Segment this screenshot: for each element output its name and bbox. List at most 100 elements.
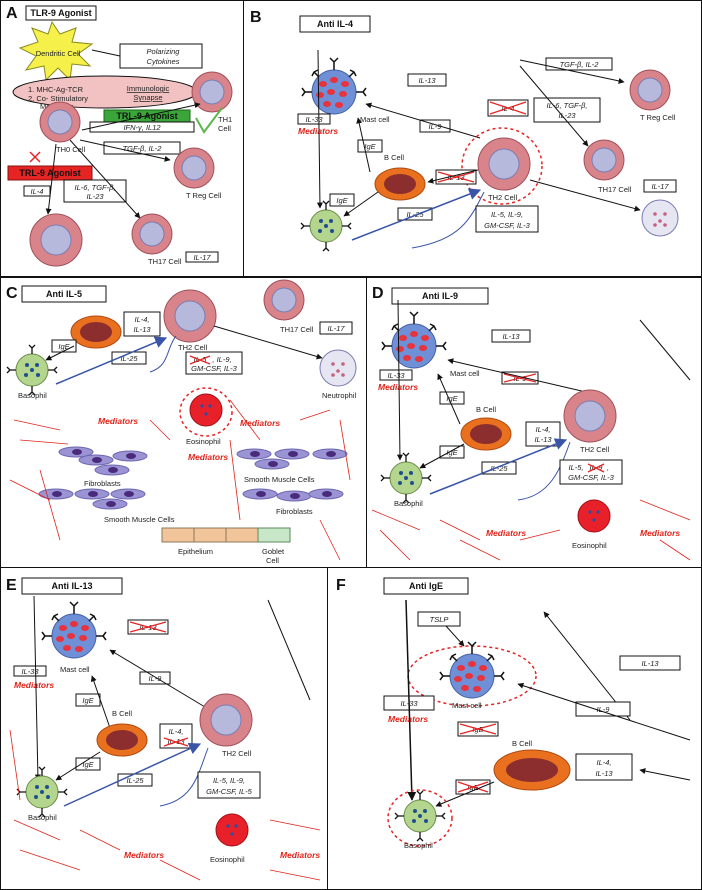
basophil-c: [6, 344, 58, 396]
il25-curve-d: [517, 441, 571, 501]
il4-label-e: IL-4,: [168, 727, 183, 736]
synapse-line2: Synapse: [133, 93, 162, 102]
neutrophil-label-c: Neutrophil: [322, 391, 357, 400]
il4-line1-c: IL-4,: [134, 315, 149, 324]
panel-a: A TLR-9 Agonist Dendritic Cell Polarizin…: [6, 5, 233, 267]
basophil-f: [394, 790, 446, 842]
bcell-to-baso-arrow-e: [55, 751, 101, 781]
ige-box2-d: [439, 445, 465, 459]
basophil-label-e: Basophil: [28, 813, 57, 822]
th0-to-th2-arrow: [45, 143, 57, 215]
mast-cell-b: [301, 57, 367, 115]
trl9-antagonist-badge: [7, 165, 93, 181]
il5-line1-b: IL-5, IL-9,: [491, 210, 523, 219]
neutrophil-b: [641, 199, 679, 237]
th2-to-mast-arrow-e: [109, 649, 221, 717]
il5-line1-e: IL-5, IL-9,: [213, 776, 245, 785]
bcell-to-mast-arrow-d: [437, 373, 461, 425]
eosinophil-label-d: Eosinophil: [572, 541, 607, 550]
epithelium-cell-1: [161, 527, 195, 543]
mediator-lines-c: [9, 399, 351, 561]
fibroblasts-left-label: Fibroblasts: [84, 479, 121, 488]
smooth-left-label: Smooth Muscle Cells: [104, 515, 175, 524]
il33-label-b: IL-33: [305, 115, 323, 124]
il33-box-d: [379, 369, 413, 381]
il5-box-d: [559, 459, 623, 485]
th17-label-a: TH17 Cell: [148, 257, 182, 266]
il25-curve-b: [411, 191, 485, 249]
th2-cell-a: [29, 213, 83, 267]
bcell-d: [460, 417, 512, 451]
cross-icon-e2: [163, 737, 189, 747]
eosinophil-highlight-c: [179, 387, 233, 437]
il33-box-e: [13, 665, 47, 677]
mediator-lines-d: [371, 499, 691, 561]
il25-label-e: IL-25: [126, 776, 144, 785]
il4-line1-f: IL-4,: [596, 758, 611, 767]
ige-box2-b: [329, 193, 355, 207]
ige-label2-b: IgE: [336, 196, 348, 205]
fibroblast-c4: [94, 464, 130, 476]
polarizing-line2: Cytokines: [147, 57, 180, 66]
th2-cell-d: [563, 389, 617, 443]
checkmark-icon: [195, 107, 223, 134]
mediators-c3: Mediators: [188, 452, 228, 462]
ifn-label: IFN-γ, IL12: [123, 123, 161, 132]
mediators-e2: Mediators: [124, 850, 164, 860]
th2-label-d: TH2 Cell: [580, 445, 610, 454]
il33-box-b: [297, 113, 331, 125]
il5-box-b: [475, 205, 539, 233]
smooth-c8: [254, 458, 290, 470]
treg-cell-a: [173, 147, 215, 189]
bcell-e: [96, 723, 148, 757]
panel-c: C Anti IL-5 IL-4, IL-13 TH2 Cell IgE Bas…: [6, 279, 357, 565]
il25-curve-c: [149, 335, 177, 373]
panel-b-letter: B: [250, 9, 262, 26]
th2-to-bcell-arrow-b: [427, 169, 479, 184]
bcell-to-baso-arrow-d: [419, 443, 465, 469]
basophil-label-c: Basophil: [18, 391, 47, 400]
il6-line2-a: IL-23: [86, 192, 104, 201]
cross-icon-e1: [129, 621, 167, 633]
bcell-to-baso-arrow-b: [343, 191, 379, 217]
cross-icon-d2: [587, 463, 605, 473]
bcell-nucleus-f: [506, 758, 558, 782]
th2-to-mast-arrow-b: [365, 102, 481, 139]
smooth-c3: [110, 488, 146, 500]
panel-b-title: Anti IL-4: [317, 19, 353, 29]
il9-label-b: IL-9: [429, 122, 443, 131]
il33-arrow-f: [405, 599, 417, 801]
smooth-c7: [312, 448, 348, 460]
panel-a-title: TLR-9 Agonist: [30, 8, 91, 18]
th2-label-b: TH2 Cell: [488, 193, 518, 202]
smooth-c4: [92, 498, 128, 510]
tgf-box-b: [545, 57, 613, 71]
il5-line1a-d: IL-5,: [568, 463, 583, 472]
il17-label-b: IL-17: [651, 182, 669, 191]
il4-box-a: [23, 185, 51, 197]
treg-cell-b: [629, 69, 671, 111]
mast-cell-f: [439, 641, 505, 699]
panel-f-frame: [327, 567, 702, 890]
mediators-e1: Mediators: [14, 680, 54, 690]
panel-a-letter: A: [6, 5, 18, 22]
cross-icon-f1: [459, 723, 497, 735]
il33-arrow-d: [396, 299, 403, 461]
fibroblast-c6: [276, 490, 312, 502]
th1-label-2: Cell: [218, 124, 231, 133]
th2-to-neutrophil-arrow-c: [213, 325, 323, 360]
dendritic-cell: [18, 20, 94, 82]
smooth-c5: [236, 448, 272, 460]
basophil-e: [16, 766, 68, 818]
synapse-line1: Immunologic: [127, 84, 170, 93]
epithelium-cell-3: [225, 527, 259, 543]
il4-box-e: [159, 723, 193, 749]
mediators-c2: Mediators: [240, 418, 280, 428]
il17-box-a: [185, 251, 219, 263]
smooth-right-label: Smooth Muscle Cells: [244, 475, 315, 484]
panel-f-title: Anti IgE: [409, 581, 443, 591]
panel-a-title-box: [25, 5, 97, 21]
il4-line2-d: IL-13: [534, 435, 552, 444]
ige-label2-d: IgE: [446, 448, 458, 457]
